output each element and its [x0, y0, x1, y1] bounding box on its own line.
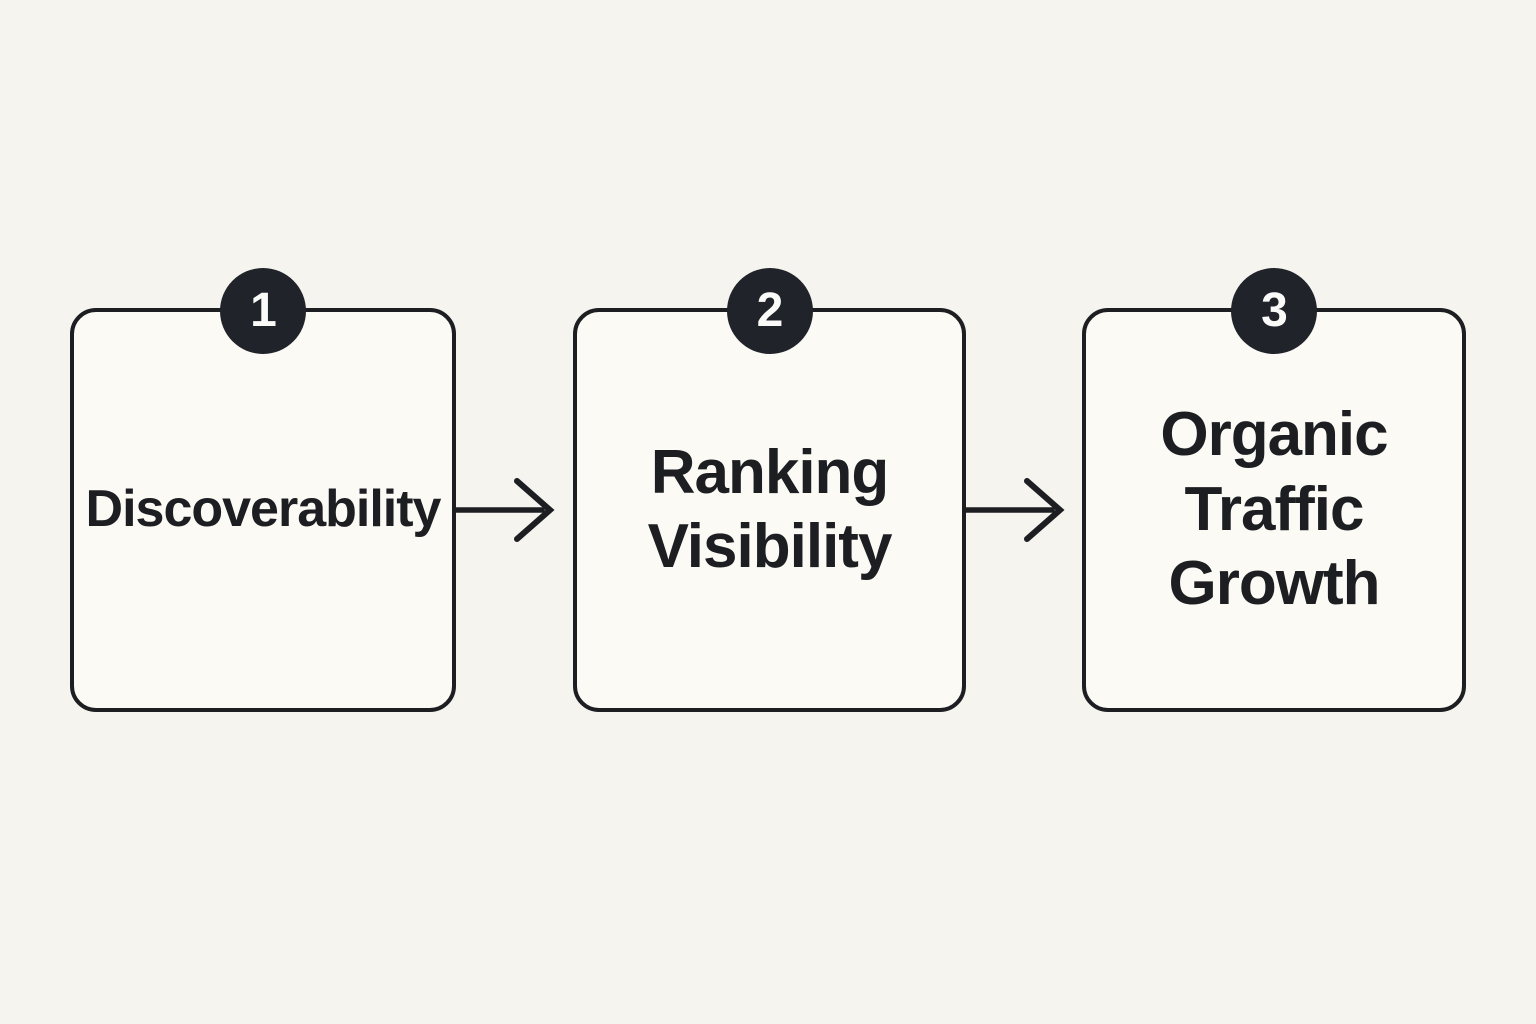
- arrow-right-icon: [962, 478, 1065, 542]
- step-3-label: Organic Traffic Growth: [1160, 400, 1388, 619]
- step-box-discoverability: 1 Discoverability: [70, 268, 456, 712]
- step-box-ranking-visibility: 2 Ranking Visibility: [573, 268, 966, 712]
- step-3-number-badge: 3: [1231, 268, 1317, 354]
- step-box-organic-traffic-growth: 3 Organic Traffic Growth: [1082, 268, 1466, 712]
- step-3-number: 3: [1261, 284, 1288, 337]
- step-2-label: Ranking Visibility: [647, 437, 893, 581]
- step-1-label: Discoverability: [85, 480, 442, 539]
- step-1-number-badge: 1: [220, 268, 306, 354]
- step-2-number-badge: 2: [726, 268, 813, 354]
- step-1-number: 1: [250, 284, 277, 337]
- arrow-right-icon: [452, 478, 555, 542]
- step-2-number: 2: [756, 284, 784, 337]
